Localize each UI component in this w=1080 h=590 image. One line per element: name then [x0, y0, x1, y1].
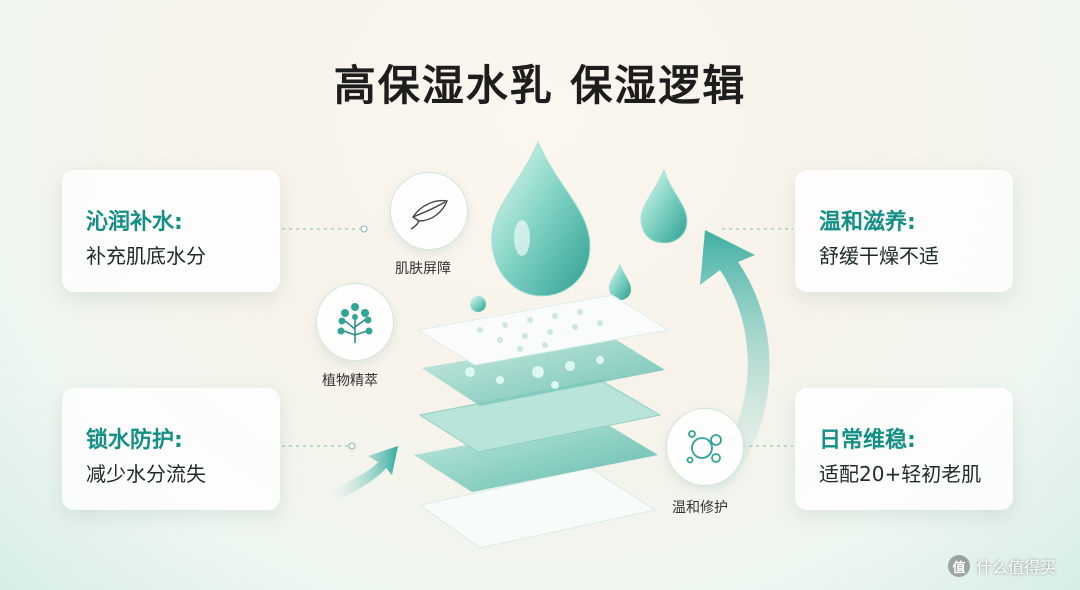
page-title: 高保湿水乳 保湿逻辑 [333, 61, 747, 110]
skin-barrier-badge [390, 172, 468, 250]
watermark: 值 什么值得买 [947, 554, 1056, 578]
card-heading: 日常维稳: [819, 428, 916, 453]
up-arrow [700, 230, 770, 495]
side-arrow [330, 446, 398, 500]
water-bead [470, 296, 486, 312]
badge-label: 植物精萃 [322, 373, 378, 389]
leaf-outline-icon [410, 199, 448, 230]
benefit-card-nourish: 温和滋养: 舒缓干燥不适 [795, 170, 1013, 292]
benefit-card-hydration: 沁润补水: 补充肌底水分 [62, 170, 280, 292]
benefit-card-daily-stability: 日常维稳: 适配20+轻初老肌 [795, 388, 1013, 510]
card-heading: 温和滋养: [819, 210, 916, 235]
badge-label: 温和修护 [672, 500, 728, 516]
botanical-sprig-icon [337, 303, 373, 343]
water-drop-small [608, 263, 631, 300]
card-text: 舒缓干燥不适 [819, 244, 939, 268]
skin-layers [414, 294, 670, 549]
card-text: 补充肌底水分 [86, 244, 206, 268]
card-heading: 沁润补水: [86, 210, 183, 235]
water-drop-right [640, 168, 688, 244]
connector-dot [348, 442, 356, 450]
plant-extract-badge [316, 283, 394, 361]
water-drop-large [491, 140, 591, 297]
card-heading: 锁水防护: [86, 428, 183, 453]
smzdm-logo-icon: 值 [947, 555, 970, 577]
badge-label: 肌肤屏障 [395, 261, 451, 277]
connector-dot [360, 225, 368, 233]
benefit-card-lock-moisture: 锁水防护: 减少水分流失 [62, 388, 280, 510]
gentle-repair-badge [666, 408, 744, 486]
card-text: 适配20+轻初老肌 [819, 462, 982, 486]
watermark-text: 什么值得买 [975, 558, 1056, 577]
bubbles-icon [686, 430, 722, 464]
card-text: 减少水分流失 [86, 462, 206, 486]
